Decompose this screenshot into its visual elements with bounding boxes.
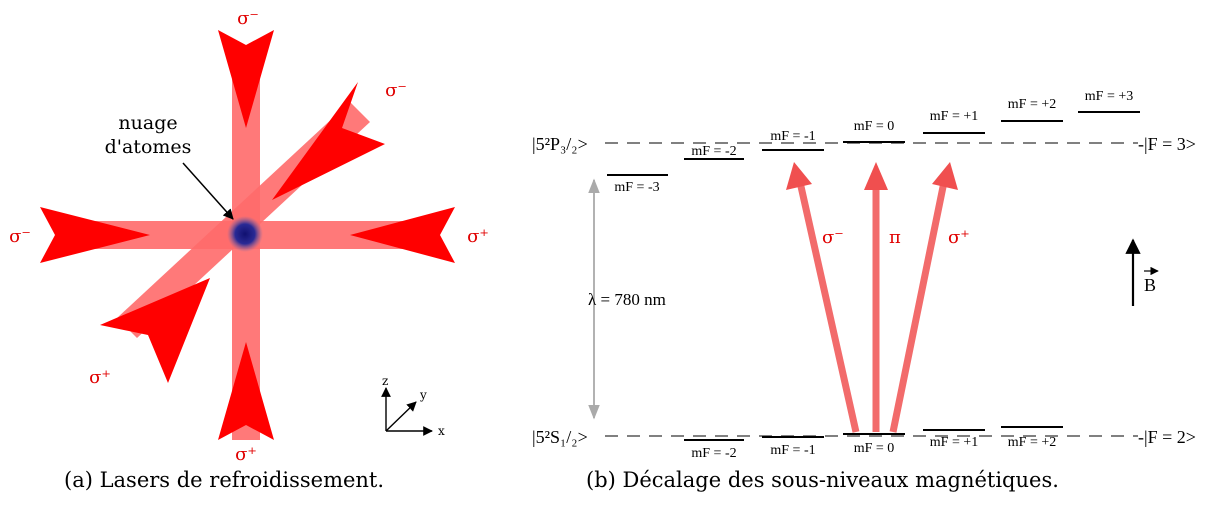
- axis-x-label: x: [438, 424, 445, 438]
- excited-sublevel-label: mF = +3: [1085, 89, 1133, 104]
- laser-arrows: [40, 30, 455, 440]
- axis-y-line: [385, 401, 417, 432]
- ground-sublevel-label: mF = +1: [930, 435, 978, 450]
- arrow-upper-right: [272, 82, 385, 200]
- beam-label-top: σ⁻: [237, 8, 259, 29]
- arrow-left: [40, 207, 150, 263]
- transition-arrows: [796, 181, 948, 433]
- excited-sublevel-label: mF = 0: [854, 119, 895, 134]
- magnetic-field-label: B: [1144, 275, 1156, 295]
- transition-sigma-minus: [796, 181, 860, 433]
- excited-sublevel-label: mF = -2: [691, 144, 736, 159]
- wavelength-label: λ = 780 nm: [588, 290, 666, 309]
- transition-head-sigma-plus: [932, 162, 958, 190]
- excited-sublevel-label: mF = +1: [930, 109, 978, 124]
- panel-a: nuage d'atomes σ⁻ σ⁻ σ⁺ σ⁻ σ⁺ σ⁺ x z y: [9, 8, 489, 465]
- arrow-lower-left: [100, 278, 210, 383]
- transition-label-sigma-minus: σ⁻: [822, 227, 844, 248]
- excited-sublevel-label: mF = +2: [1008, 97, 1056, 112]
- beam-label-right: σ⁺: [467, 226, 489, 247]
- excited-sublevels: [607, 111, 1140, 176]
- beam-label-left: σ⁻: [9, 226, 31, 247]
- axis-z-label: z: [382, 374, 388, 388]
- transition-heads: [786, 162, 958, 190]
- cloud-pointer-arrow: [182, 162, 234, 220]
- atom-cloud: [227, 216, 263, 252]
- beam-label-lower-left: σ⁺: [89, 367, 111, 388]
- ground-sublevel-label: mF = +2: [1008, 435, 1056, 450]
- excited-F-label: -|F = 3>: [1138, 134, 1196, 154]
- transition-label-pi: π: [889, 227, 901, 248]
- cloud-label-line1: nuage: [118, 112, 177, 134]
- excited-state-label: |5²P₃/₂>: [532, 134, 588, 154]
- ground-sublevel-label: mF = 0: [854, 441, 895, 456]
- caption-panel-b: (b) Décalage des sous-niveaux magnétique…: [586, 468, 1059, 492]
- ground-state-label: |5²S₁/₂>: [532, 427, 588, 447]
- excited-sublevel-label: mF = -1: [770, 129, 815, 144]
- arrow-top: [218, 30, 274, 128]
- arrow-right: [350, 207, 455, 263]
- beam-label-upper-right: σ⁻: [385, 80, 407, 101]
- cloud-label-line2: d'atomes: [105, 136, 192, 158]
- coordinate-axes: [381, 387, 433, 436]
- excited-sublevel-label: mF = -3: [614, 180, 659, 195]
- ground-sublevel-label: mF = -2: [691, 446, 736, 461]
- ground-F-label: -|F = 2>: [1138, 427, 1196, 447]
- transition-head-sigma-minus: [786, 162, 812, 190]
- axis-y-label: y: [419, 388, 427, 402]
- transition-label-sigma-plus: σ⁺: [948, 227, 970, 248]
- transition-sigma-plus: [889, 181, 948, 433]
- beam-label-bottom: σ⁺: [235, 444, 257, 465]
- panel-b: |5²P₃/₂> |5²S₁/₂> -|F = 3> -|F = 2> mF =…: [532, 89, 1196, 461]
- transition-head-pi: [864, 162, 888, 190]
- ground-sublevels: [684, 426, 1063, 441]
- caption-panel-a: (a) Lasers de refroidissement.: [64, 468, 385, 492]
- arrow-bottom: [218, 342, 274, 440]
- ground-sublevel-label: mF = -1: [770, 443, 815, 458]
